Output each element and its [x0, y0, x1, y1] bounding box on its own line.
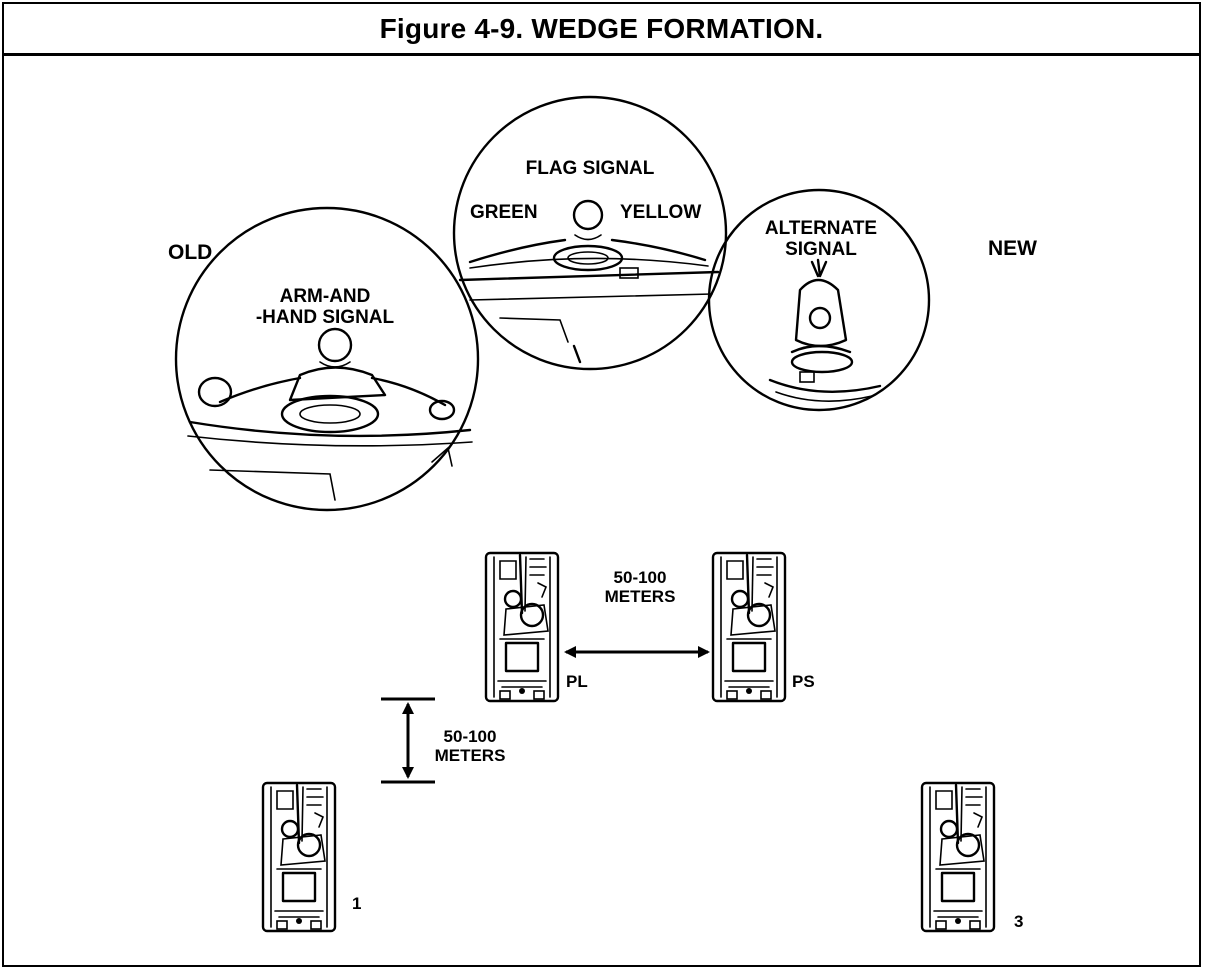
vehicle-label-1: 1 [352, 894, 362, 913]
title-bar: Figure 4-9. WEDGE FORMATION. [4, 4, 1199, 56]
flag-signal-illustration [452, 95, 728, 371]
flag-yellow-label: YELLOW [620, 202, 702, 223]
depth-spacing-bracket [381, 697, 435, 784]
depth-spacing-line2: METERS [434, 746, 506, 766]
alternate-signal-label: ALTERNATE SIGNAL [756, 218, 886, 261]
flag-green-label: GREEN [470, 202, 538, 223]
arm-hand-signal-illustration [174, 206, 480, 512]
arm-hand-signal-label: ARM-AND -HAND SIGNAL [240, 286, 410, 329]
depth-spacing-label: 50-100 METERS [418, 727, 522, 765]
tank-3 [920, 781, 996, 933]
new-label: NEW [988, 237, 1037, 260]
tank-1 [261, 781, 337, 933]
figure-title: Figure 4-9. WEDGE FORMATION. [379, 12, 824, 44]
alternate-signal-line2: SIGNAL [785, 239, 857, 261]
tank-ps [711, 551, 787, 703]
alternate-signal-illustration [707, 188, 931, 412]
vehicle-label-ps: PS [792, 672, 815, 691]
tank-pl [484, 551, 560, 703]
depth-spacing-line1: 50-100 [443, 727, 497, 746]
flag-signal-title: FLAG SIGNAL [525, 158, 655, 179]
lateral-spacing-line2: METERS [604, 587, 676, 607]
alternate-signal-line1: ALTERNATE [764, 218, 878, 239]
lateral-spacing-label: 50-100 METERS [580, 568, 700, 606]
vehicle-label-3: 3 [1014, 912, 1024, 931]
vehicle-label-pl: PL [566, 672, 588, 691]
old-label: OLD [168, 241, 213, 264]
arm-hand-signal-line1: ARM-AND [279, 286, 371, 307]
lateral-spacing-line1: 50-100 [613, 568, 667, 587]
arm-hand-signal-line2: -HAND SIGNAL [255, 307, 395, 329]
